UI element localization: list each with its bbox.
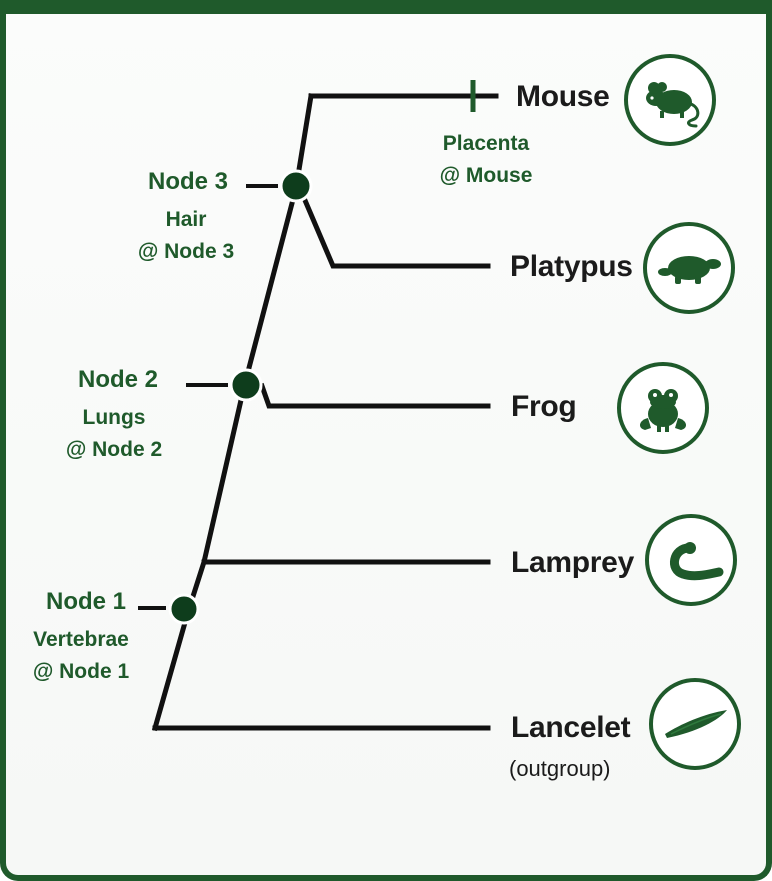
mouse-trait-at: @ Mouse (439, 164, 533, 187)
platypus-icon-badge (643, 222, 735, 314)
node2-label: Node 2 (77, 366, 158, 393)
platypus-icon (658, 256, 721, 284)
mouse-icon (646, 82, 700, 128)
node2-trait-at: @ Node 2 (65, 438, 163, 461)
mouse-trait: Placenta @ Mouse (406, 128, 566, 192)
node1-dot (168, 593, 200, 625)
node2-trait-name: Lungs (82, 406, 146, 429)
node3-trait-at: @ Node 3 (137, 240, 235, 263)
lancelet-icon (665, 710, 727, 738)
taxon-label-frog: Frog (511, 390, 577, 423)
node1-trait-name: Vertebrae (33, 628, 129, 651)
taxon-label-platypus: Platypus (510, 250, 633, 283)
taxon-sublabel-lancelet: (outgroup) (509, 756, 611, 781)
node3-label: Node 3 (147, 168, 228, 195)
branch-frog (258, 382, 491, 409)
node3-dot (279, 169, 313, 203)
node3-trait-name: Hair (165, 208, 207, 231)
frog-icon-badge (617, 362, 709, 454)
node1-trait-at: @ Node 1 (32, 660, 130, 683)
mouse-icon-badge (624, 54, 716, 146)
node1-trait: Vertebrae @ Node 1 (6, 624, 156, 688)
lamprey-icon (670, 542, 724, 581)
taxon-label-mouse: Mouse (516, 80, 610, 113)
node3-trait: Hair @ Node 3 (106, 204, 266, 268)
mouse-trait-name: Placenta (442, 132, 530, 155)
taxon-label-lancelet: Lancelet (511, 711, 631, 744)
lamprey-icon-badge (645, 514, 737, 606)
taxon-label-lamprey: Lamprey (511, 546, 634, 579)
frog-icon (639, 389, 687, 432)
lancelet-icon-badge (649, 678, 741, 770)
node1-label: Node 1 (45, 588, 126, 615)
node2-dot (229, 368, 263, 402)
title-bar (6, 0, 766, 14)
branch-platypus (300, 194, 491, 269)
cladogram-tree (138, 80, 499, 732)
node2-trait: Lungs @ Node 2 (34, 402, 194, 466)
